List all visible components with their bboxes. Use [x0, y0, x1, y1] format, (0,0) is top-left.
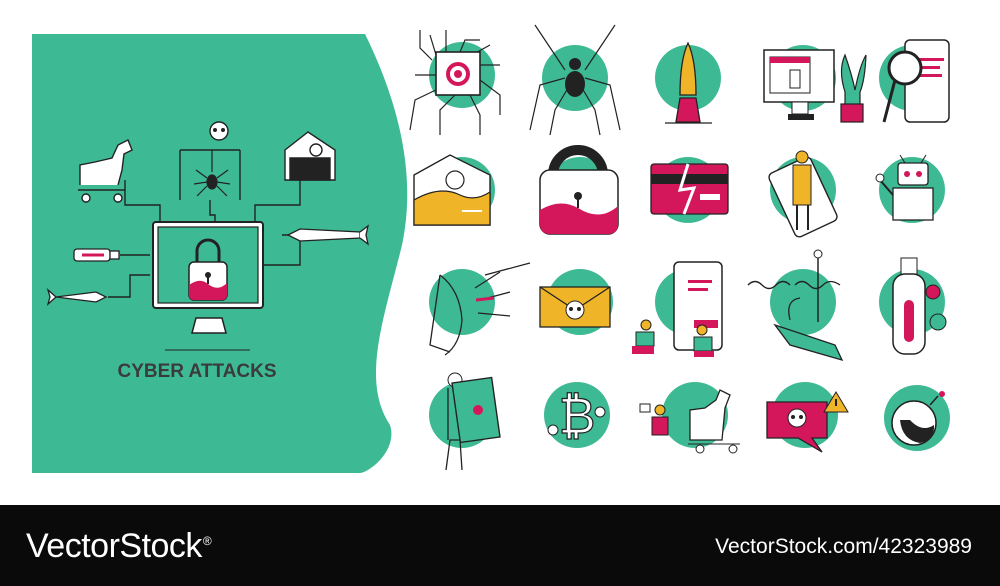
- bomb-icon: [884, 385, 950, 451]
- shield-guard-icon: [429, 372, 501, 471]
- computer-plant-icon: [763, 45, 867, 123]
- usb-stick-icon: [73, 248, 120, 262]
- robot-icon: [875, 154, 945, 223]
- brand-name: VectorStock: [26, 527, 202, 565]
- padlock-icon: [539, 145, 619, 235]
- monitor-padlock-icon: [188, 238, 228, 301]
- envelope-hacker-icon: [413, 154, 495, 226]
- people-phone-icon: [632, 261, 723, 357]
- arrows-target-icon: [429, 262, 531, 356]
- phishing-hook-icon: [747, 249, 844, 362]
- trojan-horse-icon: [78, 139, 133, 203]
- skull-envelope-icon: [539, 269, 613, 335]
- trojan-horse-people-icon: [639, 382, 740, 454]
- skull-chat-warning-icon: [766, 382, 849, 453]
- illustration-canvas: CYBER ATTACKS: [32, 24, 950, 473]
- brand-logo[interactable]: VectorStock®: [26, 527, 212, 566]
- svg-text:₿: ₿: [558, 387, 595, 445]
- credit-card-icon: [650, 157, 729, 223]
- man-phone-icon: [768, 150, 838, 238]
- spider-icon: [529, 24, 621, 136]
- phone-magnifier-icon: [879, 39, 950, 123]
- left-composition: [108, 149, 301, 298]
- rocket-icon: [655, 41, 721, 124]
- envelope-icon: [284, 131, 336, 181]
- skull-icon: [209, 121, 229, 141]
- bitcoin-icon: ₿: [544, 382, 610, 448]
- missile-right-icon: [286, 224, 370, 246]
- poster-title: CYBER ATTACKS: [117, 361, 276, 382]
- registered-mark: ®: [202, 533, 212, 548]
- circuit-target-icon: [409, 30, 501, 135]
- stock-url[interactable]: VectorStock.com/42323989: [715, 535, 972, 558]
- usb-virus-icon: [879, 257, 947, 355]
- missile-left-icon: [46, 288, 108, 306]
- spider-small-icon: [193, 150, 231, 197]
- footer-bar: VectorStock® VectorStock.com/42323989: [0, 505, 1000, 586]
